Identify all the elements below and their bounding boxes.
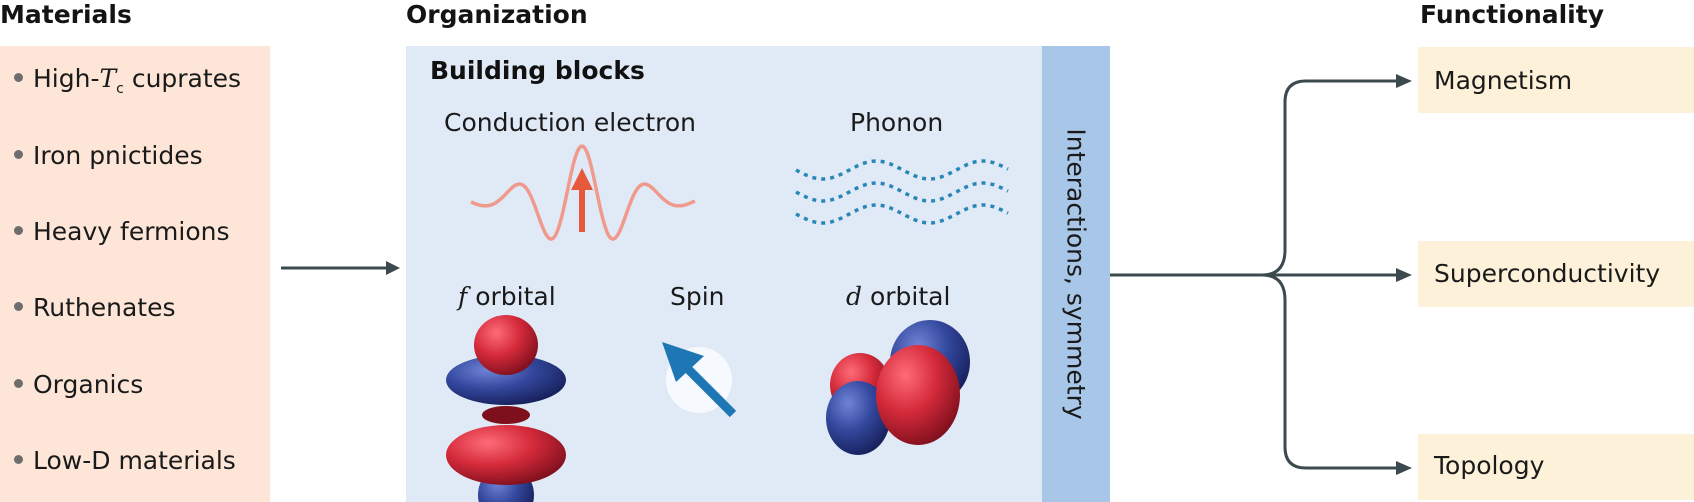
material-label: Heavy fermions — [33, 217, 230, 246]
input-arrow-head — [386, 261, 400, 275]
interactions-bar: Interactions, symmetry — [1042, 46, 1110, 502]
functionality-heading: Functionality — [1420, 0, 1604, 29]
materials-panel — [0, 46, 270, 502]
material-item-organics: Organics — [14, 370, 143, 399]
superconductivity-label: Superconductivity — [1434, 259, 1661, 288]
material-label: Iron pnictides — [33, 141, 203, 170]
material-label-suffix: cuprates — [123, 64, 242, 93]
electron-spin-arrowhead — [571, 168, 593, 190]
phonon-label: Phonon — [850, 108, 944, 137]
material-label: Ruthenates — [33, 293, 176, 322]
materials-heading: Materials — [0, 0, 132, 29]
material-item-ruthenates: Ruthenates — [14, 293, 176, 322]
arrow-head-topology — [1396, 461, 1412, 475]
bullet-icon — [14, 378, 23, 388]
bullet-icon — [14, 454, 23, 464]
wave-packet-icon — [470, 144, 696, 241]
output-arrows — [1110, 79, 1400, 470]
topology-label: Topology — [1434, 451, 1545, 480]
magnetism-box — [1418, 47, 1694, 113]
d-orbital-icon — [826, 320, 970, 455]
material-item-heavy-fermions: Heavy fermions — [14, 217, 230, 246]
material-item-cuprates: High-Tc cuprates — [14, 64, 241, 97]
tc-variable: T — [99, 64, 117, 93]
spin-label: Spin — [670, 282, 725, 311]
material-item-pnictides: Iron pnictides — [14, 141, 203, 170]
f-letter: f — [458, 282, 468, 311]
material-label: High- — [33, 64, 100, 93]
conduction-electron-label: Conduction electron — [444, 108, 697, 137]
tc-subscript: c — [116, 81, 124, 97]
material-label: Low-D materials — [33, 446, 236, 475]
d-letter: d — [846, 282, 863, 311]
f-orbital-label: f orbital — [458, 282, 556, 311]
arrow-head-magnetism — [1396, 74, 1412, 88]
material-item-low-d: Low-D materials — [14, 446, 236, 475]
orbital-word: orbital — [862, 282, 951, 311]
magnetism-label: Magnetism — [1434, 66, 1573, 95]
d-orbital-label: d orbital — [846, 282, 950, 311]
orbital-word: orbital — [467, 282, 556, 311]
bullet-icon — [14, 301, 23, 311]
material-label: Organics — [33, 370, 144, 399]
f-orbital-icon — [446, 315, 566, 502]
bullet-icon — [14, 225, 23, 235]
topology-box — [1418, 434, 1694, 500]
organization-heading: Organization — [406, 0, 588, 29]
bullet-icon — [14, 72, 23, 82]
phonon-waves-icon — [795, 159, 1009, 225]
arrow-head-superconductivity — [1396, 268, 1412, 282]
superconductivity-box — [1418, 241, 1694, 307]
building-blocks-title: Building blocks — [430, 56, 645, 85]
bullet-icon — [14, 149, 23, 159]
spin-icon — [662, 342, 737, 418]
